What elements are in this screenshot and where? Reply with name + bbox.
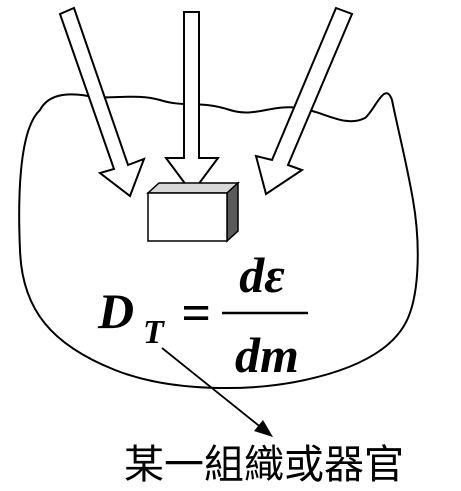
hollow-arrow-icon <box>60 8 144 196</box>
formula-lhs: D <box>97 283 134 339</box>
formula-lhs-subscript: T <box>143 314 165 351</box>
formula-numerator: dε <box>239 247 285 303</box>
formula-equals: = <box>181 285 211 342</box>
tissue-block-icon <box>148 183 238 241</box>
caption-label: 某一組織或器官 <box>124 442 404 488</box>
hollow-arrow-icon <box>256 8 352 194</box>
formula-denominator: dm <box>235 327 299 383</box>
